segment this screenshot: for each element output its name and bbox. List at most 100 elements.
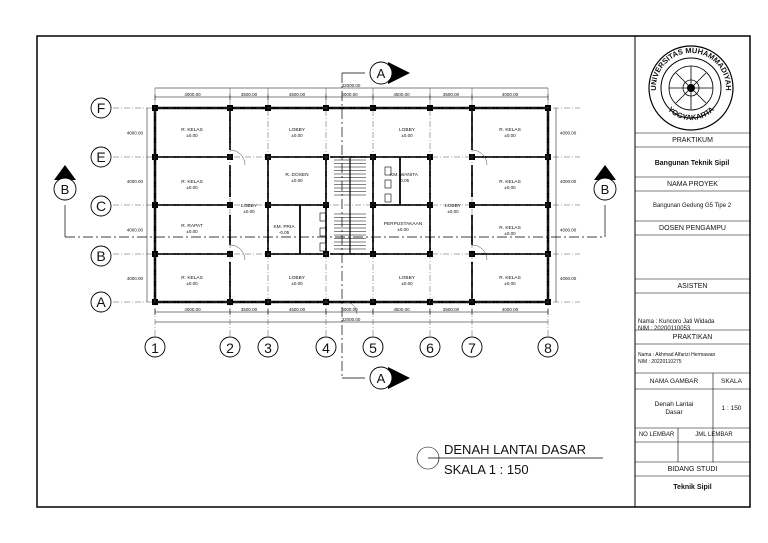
dimension-text: 4000.00 [560, 276, 577, 281]
grid-label-row: C [96, 198, 106, 214]
room-name: PERPUSTAKAAN [384, 221, 423, 227]
section-a-bubble [369, 366, 393, 390]
asisten-label: ASISTEN [677, 282, 708, 290]
no-lembar-label: NO LEMBAR [638, 432, 675, 438]
door-swing [229, 244, 246, 261]
room-elevation: ±0.00 [401, 133, 413, 138]
grid-bubble-col [537, 336, 559, 358]
grid-bubble-row [90, 195, 112, 217]
room-name: R. KELAS [499, 179, 521, 185]
room-elevation: ±0.00 [186, 281, 198, 286]
room-elevation: ±0.00 [243, 209, 255, 214]
grid-bubble-col [257, 336, 279, 358]
nama-proyek-value: Bangunan Gedung G5 Tipe 2 [652, 203, 732, 209]
grid-label-row: A [96, 294, 106, 310]
section-a-bubble [369, 61, 393, 85]
nama-gambar-label: NAMA GAMBAR [649, 377, 699, 385]
praktikan-label: PRAKTIKAN [672, 333, 713, 341]
praktikum-value: Bangunan Teknik Sipil [654, 159, 730, 167]
dimension-text: 4500.00 [289, 92, 306, 97]
dimension-text: 3500.00 [241, 307, 258, 312]
grid-label-col: 2 [226, 340, 234, 356]
grid-bubble-col [362, 336, 384, 358]
title-block-lines [635, 132, 750, 477]
drawing-title: DENAH LANTAI DASAR [444, 442, 586, 457]
room-elevation: -0.05 [279, 230, 290, 235]
dimension-text: 4000.00 [560, 179, 577, 184]
grid-label-col: 6 [426, 340, 434, 356]
nama-gambar-value: Denah Lantai Dasar [654, 400, 694, 416]
dimension-text: 4500.00 [393, 307, 410, 312]
grid-label-col: 1 [151, 340, 159, 356]
dimension-text: 3500.00 [443, 92, 460, 97]
asisten-nama: Nama : Kuncoro Jati Widada [638, 319, 715, 325]
dimension-text: 4000.00 [127, 228, 144, 233]
room-name: R. RAPAT [181, 223, 202, 229]
room-name: LOBBY [241, 203, 258, 209]
section-a-arrow [388, 62, 410, 84]
structural-column [469, 202, 475, 208]
grid-label-col: 7 [468, 340, 476, 356]
room-elevation: ±0.00 [447, 209, 459, 214]
grid-label-col: 3 [264, 340, 272, 356]
overall-dimension-text: 32000.00 [342, 317, 361, 322]
section-b-label: B [61, 182, 70, 197]
room-name: R. KELAS [181, 179, 203, 185]
dimension-lines: 4000.00 3500.00 4500.00 4000.00 4500.00 3500.… [127, 83, 577, 323]
room-name: LOBBY [399, 275, 416, 281]
dimension-text: 4000.00 [560, 131, 577, 136]
room-elevation: ±0.00 [397, 227, 409, 232]
room-elevation: ±0.00 [504, 281, 516, 286]
structural-column [370, 202, 376, 208]
praktikum-label: PRAKTIKUM [672, 136, 713, 144]
room-elevation: ±0.00 [504, 185, 516, 190]
room-elevation: ±0.00 [401, 281, 413, 286]
dimension-text: 4000.00 [184, 92, 201, 97]
overall-dimension-text: 32000.00 [342, 83, 361, 88]
grid-bubble-col [315, 336, 337, 358]
room-name: LOBBY [399, 127, 416, 133]
structural-column [227, 202, 233, 208]
skala-label: SKALA [721, 377, 742, 385]
dimension-text: 4000.00 [560, 228, 577, 233]
grid-label-col: 4 [322, 340, 330, 356]
skala-value: 1 : 150 [721, 405, 742, 412]
bidang-studi-label: BIDANG STUDI [667, 465, 718, 473]
room-name: LOBBY [289, 127, 306, 133]
room-name: LOBBY [289, 275, 306, 281]
grid-label-row: E [96, 149, 105, 165]
room-name: R. KELAS [499, 127, 521, 133]
dimension-text: 3500.00 [241, 92, 258, 97]
toilet-fixture [384, 193, 392, 203]
section-b-label: B [601, 182, 610, 197]
dimension-text: 4000.00 [127, 131, 144, 136]
section-a-arrow [388, 367, 410, 389]
door-swing [471, 149, 488, 166]
dimension-text: 4000.00 [502, 92, 519, 97]
room-elevation: ±0.00 [186, 229, 198, 234]
dimension-text: 4000.00 [341, 307, 358, 312]
room-name: R. KELAS [181, 127, 203, 133]
section-b-bubble [53, 177, 77, 201]
room-elevation: ±0.00 [186, 133, 198, 138]
grid-bubble-row [90, 291, 112, 313]
toilet-fixture [384, 166, 392, 176]
dimension-text: 3500.00 [443, 307, 460, 312]
asisten-nim: NIM : 20200110053 [638, 326, 691, 332]
dimension-text: 4500.00 [289, 307, 306, 312]
grid-label-col: 5 [369, 340, 377, 356]
section-b-bubble [593, 177, 617, 201]
room-elevation: ±0.00 [291, 281, 303, 286]
room-name: R. KELAS [181, 275, 203, 281]
section-a-label: A [377, 66, 386, 81]
room-name: R. DOSEN [285, 172, 309, 178]
room-elevation: -0.05 [399, 178, 410, 183]
dimension-text: 4000.00 [341, 92, 358, 97]
room-elevation: ±0.00 [291, 133, 303, 138]
door-swing [229, 149, 246, 166]
dimension-text: 4500.00 [393, 92, 410, 97]
door-swing [471, 244, 488, 261]
